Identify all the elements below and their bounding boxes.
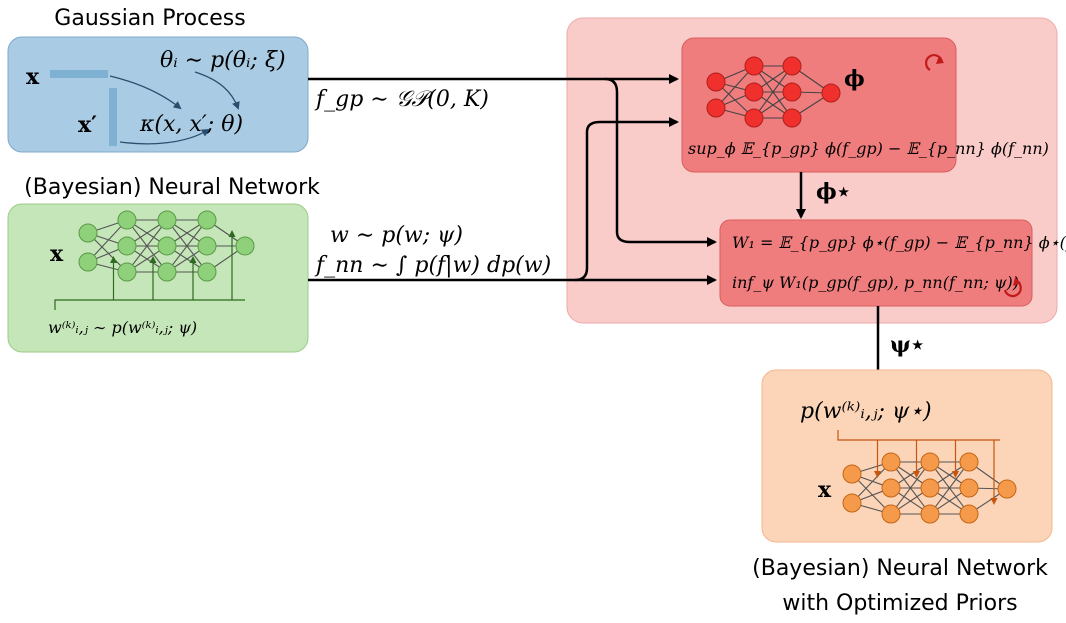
optimized-node: [842, 464, 862, 484]
gp-box: [7, 36, 309, 153]
bnn-node: [157, 236, 177, 256]
optimized-edge: [929, 461, 970, 515]
f-nn-branch-arrow: [574, 117, 679, 282]
gp-theta-prior: θᵢ ∼ p(θᵢ; ξ): [160, 48, 286, 73]
bnn-node: [78, 252, 98, 272]
optimized-node: [959, 504, 979, 524]
gp-xprime-bar: [109, 88, 117, 146]
wasserstein-inf: inf_ψ W₁(p_gp(f_gp), p_nn(f_nn; ψ)): [732, 273, 1019, 292]
bnn-node: [78, 223, 98, 243]
optimized-node: [997, 479, 1017, 499]
optimized-node: [959, 452, 979, 472]
optimized-node: [881, 452, 901, 472]
optimized-node: [920, 452, 940, 472]
gp-xprime-label: x′: [78, 112, 97, 138]
critic-node: [744, 108, 764, 128]
optimized-caption-line2: with Optimized Priors: [782, 591, 1017, 616]
critic-node: [782, 108, 802, 128]
bnn-node: [117, 210, 137, 230]
bnn-edge: [166, 219, 208, 273]
optimized-network: [842, 440, 1017, 524]
wasserstein-refresh-icon-head: [1013, 277, 1021, 286]
bnn-node: [197, 210, 217, 230]
optimized-box: [761, 369, 1053, 543]
bnn-network: [78, 210, 255, 300]
gp-theta-to-kernel-arrow: [194, 71, 240, 110]
bnn-node: [117, 236, 137, 256]
optimized-node: [920, 478, 940, 498]
critic-node: [744, 82, 764, 102]
critic-objective: sup_ϕ 𝔼_{p_gp} ϕ(f_gp) − 𝔼_{p_nn} ϕ(f_nn…: [688, 139, 1049, 158]
bnn-node: [157, 262, 177, 282]
bnn-title: (Bayesian) Neural Network: [24, 175, 320, 200]
gp-x-label: x: [26, 64, 40, 90]
gp-x-bar: [50, 70, 108, 78]
critic-node: [821, 83, 841, 103]
critic-phi-label: ϕ: [844, 66, 865, 92]
optimized-prior-bracket: [837, 430, 1000, 441]
psi-star-label: ψ⋆: [890, 332, 924, 358]
f-nn-label: f_nn ∼ ∫ p(f|w) dp(w): [314, 253, 551, 278]
w-sample-label: w ∼ p(w; ψ): [330, 223, 463, 248]
critic-network: [706, 56, 841, 128]
critic-node: [744, 56, 764, 76]
gp-kernel: κ(x, x′; θ): [139, 112, 243, 137]
bnn-x-label: x: [50, 241, 64, 267]
critic-node: [782, 82, 802, 102]
wasserstein-box: [719, 219, 1033, 307]
optimized-node: [842, 493, 862, 513]
wasserstein-refresh-icon: [1003, 281, 1022, 298]
optimized-edge: [890, 461, 931, 515]
bnn-weight-prior: w⁽ᵏ⁾ᵢ,ⱼ ∼ p(w⁽ᵏ⁾ᵢ,ⱼ; ψ): [48, 318, 197, 337]
gp-x-to-kernel-arrow: [109, 75, 182, 110]
bnn-node: [157, 210, 177, 230]
bnn-edge: [87, 219, 128, 263]
optimized-node: [881, 504, 901, 524]
bnn-node: [117, 262, 137, 282]
f-gp-label: f_gp ∼ 𝒢𝒫(0, K): [314, 87, 489, 112]
critic-node: [706, 72, 726, 92]
optimized-x-label: x: [818, 477, 832, 503]
bnn-node: [197, 236, 217, 256]
optimized-caption-line1: (Bayesian) Neural Network: [752, 556, 1048, 581]
critic-edge: [753, 65, 793, 119]
bnn-node: [197, 262, 217, 282]
f-gp-branch-arrow: [604, 77, 717, 247]
wasserstein-w1: W₁ = 𝔼_{p_gp} ϕ⋆(f_gp) − 𝔼_{p_nn} ϕ⋆(f_n…: [732, 233, 1066, 252]
critic-refresh-icon-head: [936, 56, 944, 64]
optimized-node: [959, 478, 979, 498]
bnn-prior-bracket: [54, 299, 245, 310]
critic-node: [706, 98, 726, 118]
phi-star-label: ϕ⋆: [816, 179, 850, 205]
optimized-node: [920, 504, 940, 524]
gp-title: Gaussian Process: [54, 6, 245, 31]
optimized-prior: p(w⁽ᵏ⁾ᵢ,ⱼ; ψ⋆): [800, 399, 932, 424]
gp-xprime-to-kernel-arrow: [119, 128, 210, 145]
bnn-node: [235, 236, 255, 256]
critic-node: [782, 56, 802, 76]
bnn-edge: [126, 219, 168, 273]
optimized-node: [881, 478, 901, 498]
